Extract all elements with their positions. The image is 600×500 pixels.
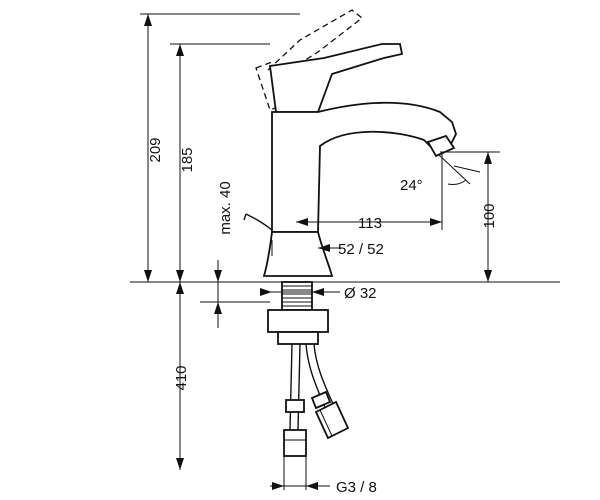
dim-connector: G3 / 8 (336, 479, 377, 496)
aerator (426, 134, 456, 158)
dim-spray-angle: 24° (400, 177, 423, 194)
hose-nut-right (310, 390, 332, 410)
dim-spout-reach: 113 (358, 215, 382, 232)
base (262, 231, 334, 277)
dim-thread-diameter: Ø 32 (344, 285, 377, 302)
dim-spout-height: 185 (179, 147, 196, 172)
dim-lever-max: max. 40 (217, 181, 234, 234)
dim-total-height: 209 (147, 137, 164, 162)
hose-connector-right (314, 400, 350, 440)
popup-rod-knob (243, 213, 247, 221)
hose-nut-left (285, 399, 305, 413)
shank-thread (282, 285, 312, 307)
dim-base-size: 52 / 52 (338, 241, 384, 258)
dim-outlet-height: 100 (481, 203, 498, 228)
spout (271, 101, 457, 233)
hose-connector-left (283, 429, 307, 457)
supply-hose-left (289, 343, 301, 431)
dim-hose-length: 410 (173, 365, 190, 390)
popup-rod (245, 213, 273, 231)
mounting-nut (267, 309, 329, 333)
dimension-arrows (144, 14, 492, 490)
faucet-body (243, 9, 457, 457)
mounting-washer (277, 331, 319, 345)
